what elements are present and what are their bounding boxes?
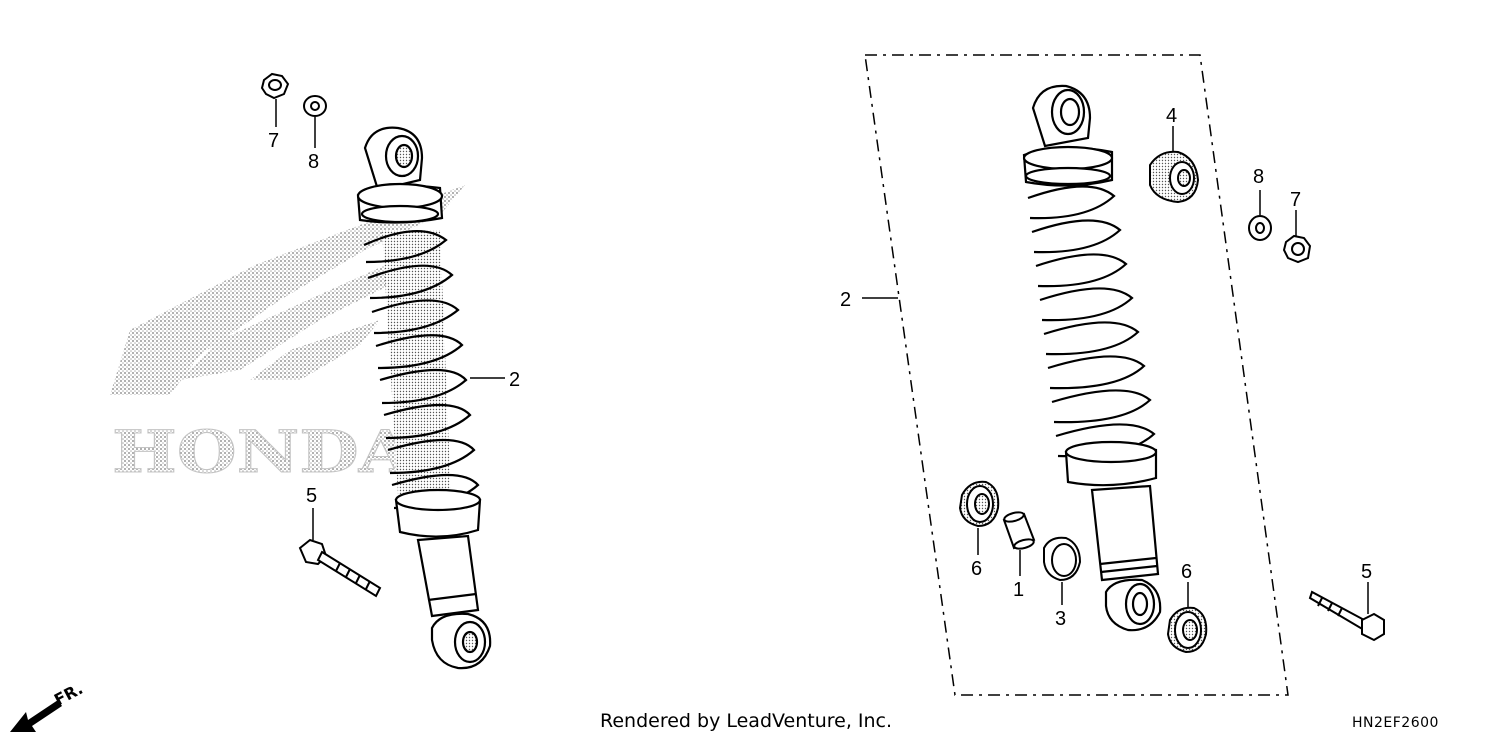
washer-part-left[interactable] (303, 95, 327, 117)
assembly-frame (864, 54, 1289, 696)
callout-3-right: 3 (1055, 608, 1066, 630)
honda-wing-watermark (110, 185, 465, 395)
callout-8-left: 8 (308, 151, 319, 173)
nut-part-left[interactable] (260, 72, 290, 100)
callout-2-right: 2 (840, 289, 851, 311)
collar-part[interactable] (1002, 511, 1036, 551)
callout-8-right: 8 (1253, 166, 1264, 188)
rubber-bushing-part[interactable] (1149, 150, 1200, 204)
callout-1-right: 1 (1013, 579, 1024, 601)
bearing-part-right[interactable] (1166, 606, 1208, 654)
callout-6b-right: 6 (1181, 561, 1192, 583)
callout-6a-right: 6 (971, 558, 982, 580)
render-credit: Rendered by LeadVenture, Inc. (600, 710, 893, 732)
bolt-part-left[interactable] (298, 538, 382, 598)
bearing-part-left[interactable] (958, 480, 1000, 528)
shock-absorber-left[interactable] (356, 126, 492, 670)
washer-part-right[interactable] (1248, 215, 1272, 241)
callout-5-left: 5 (306, 485, 317, 507)
callout-2-left: 2 (509, 369, 520, 391)
front-direction-arrow-icon (10, 700, 62, 732)
callout-7-right: 7 (1290, 189, 1301, 211)
callout-7-left: 7 (268, 130, 279, 152)
honda-watermark-text: HONDA (112, 418, 413, 486)
nut-part-right[interactable] (1282, 234, 1312, 264)
shock-absorber-right[interactable] (1022, 84, 1162, 632)
callout-5-right: 5 (1361, 561, 1372, 583)
dust-seal-part[interactable] (1043, 536, 1082, 582)
bolt-part-right[interactable] (1308, 590, 1385, 642)
diagram-code: HN2EF2600 (1352, 715, 1439, 731)
callout-4-right: 4 (1166, 105, 1177, 127)
